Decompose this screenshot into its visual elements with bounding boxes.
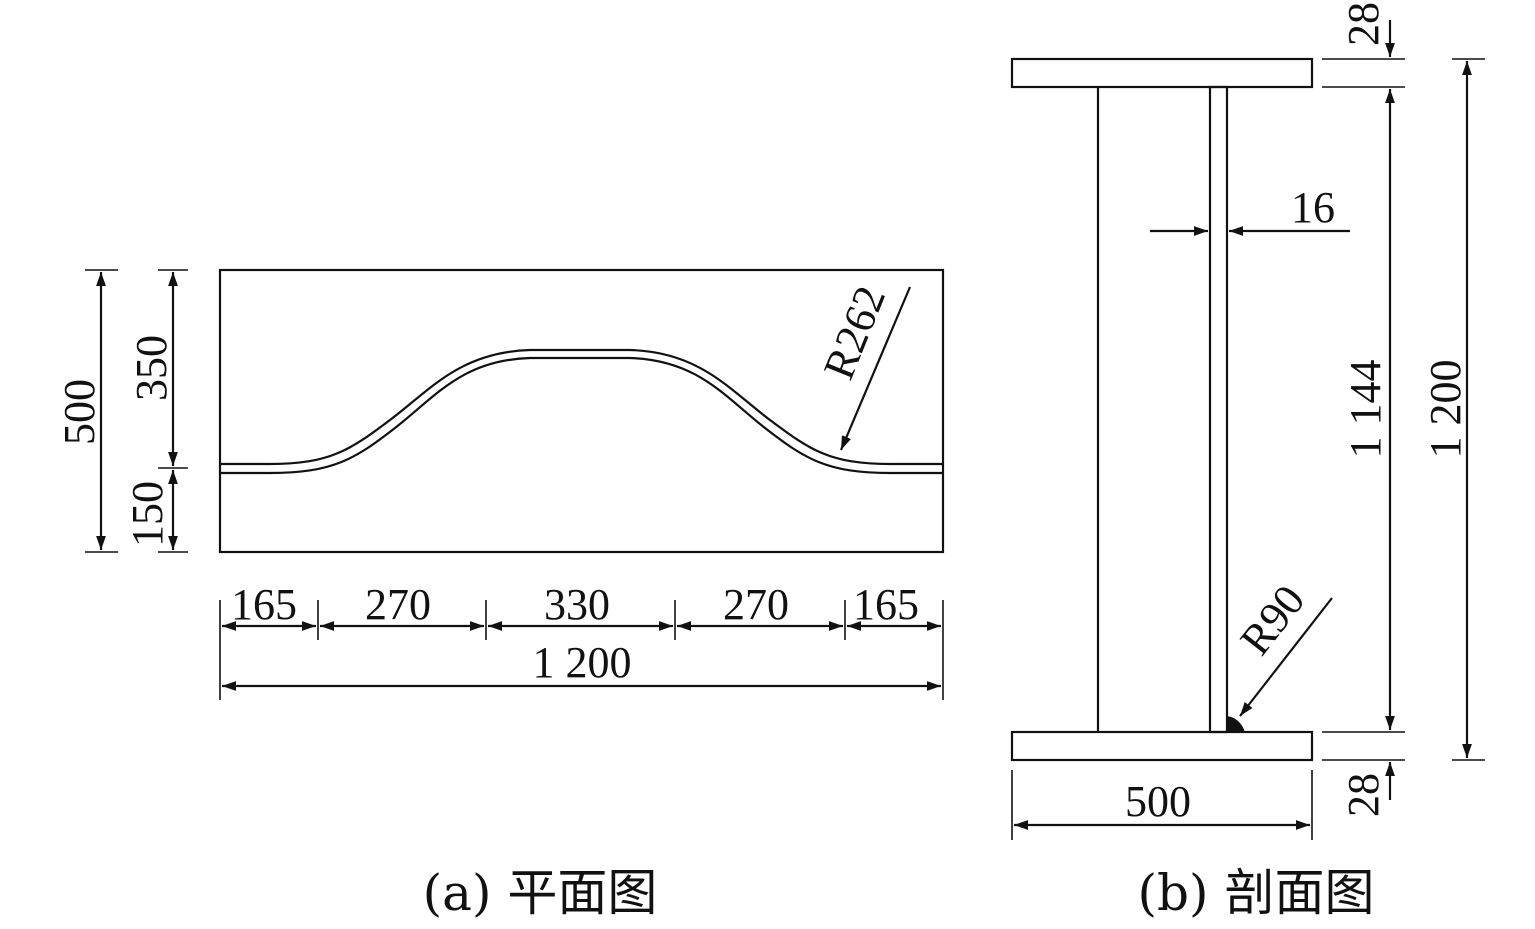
plan-caption: (a) 平面图 bbox=[423, 864, 658, 922]
section-view: 28 1 144 28 1 200 16 R90 500 (b) 剖面图 bbox=[1010, 2, 1485, 922]
plan-segment-4-label: 270 bbox=[723, 580, 789, 629]
plan-length-total-label: 1 200 bbox=[533, 638, 632, 687]
section-web-thickness-label: 16 bbox=[1291, 183, 1335, 232]
section-weld-fillet bbox=[1227, 716, 1245, 732]
plan-height-upper-label: 350 bbox=[127, 335, 176, 401]
plan-segment-5-label: 165 bbox=[853, 580, 919, 629]
plan-height-lower-label: 150 bbox=[123, 481, 172, 547]
section-flange-top-label: 28 bbox=[1339, 2, 1388, 46]
section-flange-bottom-label: 28 bbox=[1339, 773, 1388, 817]
section-radius-label: R90 bbox=[1231, 576, 1315, 664]
plan-outline bbox=[218, 268, 945, 554]
plan-segment-1-label: 165 bbox=[231, 580, 297, 629]
section-web bbox=[1208, 85, 1229, 734]
plan-radius-leader bbox=[839, 286, 912, 451]
plan-rib-lower-edge bbox=[220, 356, 943, 475]
section-caption: (b) 剖面图 bbox=[1138, 864, 1375, 922]
plan-radius-label: R262 bbox=[814, 279, 895, 386]
plan-rib-upper-edge bbox=[220, 348, 943, 466]
section-top-flange bbox=[1010, 57, 1314, 89]
section-web-height-label: 1 144 bbox=[1341, 360, 1390, 459]
plan-segment-extensions bbox=[219, 600, 944, 700]
plan-height-total-label: 500 bbox=[55, 379, 104, 445]
section-width-label: 500 bbox=[1125, 777, 1191, 826]
plan-segment-2-label: 270 bbox=[365, 580, 431, 629]
section-total-height-label: 1 200 bbox=[1421, 360, 1470, 459]
plan-segment-3-label: 330 bbox=[544, 580, 610, 629]
section-bottom-flange bbox=[1010, 730, 1314, 762]
plan-view: 500 350 150 R262 165 270 330 270 165 bbox=[55, 268, 945, 922]
section-radius-leader bbox=[1239, 597, 1333, 717]
